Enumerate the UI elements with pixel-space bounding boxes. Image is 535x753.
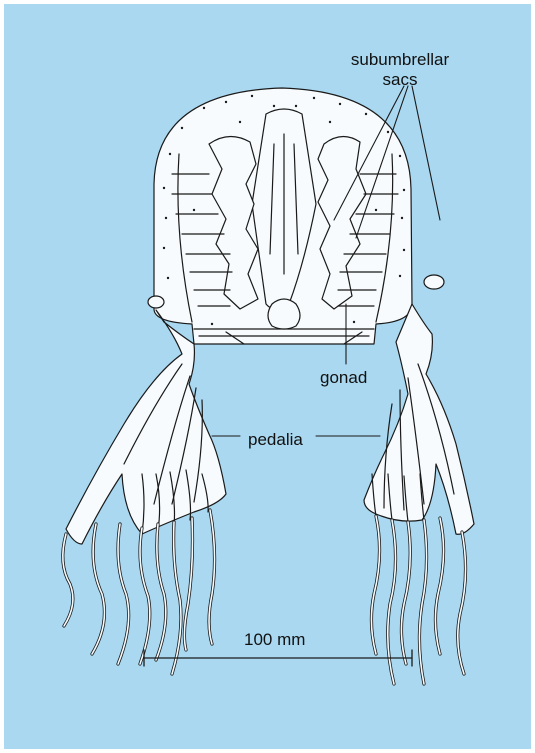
subumbrellar-label-line1: subumbrellar: [340, 50, 460, 70]
pedalia-label: pedalia: [248, 430, 303, 450]
rhopalial-niche-left: [148, 296, 164, 308]
right-tentacles: [371, 516, 465, 684]
rhopalial-niche-right: [424, 275, 444, 289]
illustration-canvas: subumbrellar sacs gonad pedalia 100 mm: [4, 4, 531, 749]
stomach-lobes: [268, 299, 300, 329]
scale-bar-label: 100 mm: [244, 630, 305, 650]
right-pedalium: [364, 304, 474, 534]
subumbrellar-sacs-label: subumbrellar sacs: [340, 50, 460, 90]
subumbrellar-label-line2: sacs: [340, 70, 460, 90]
scale-bar: [144, 650, 412, 666]
gonad-label: gonad: [320, 368, 367, 388]
